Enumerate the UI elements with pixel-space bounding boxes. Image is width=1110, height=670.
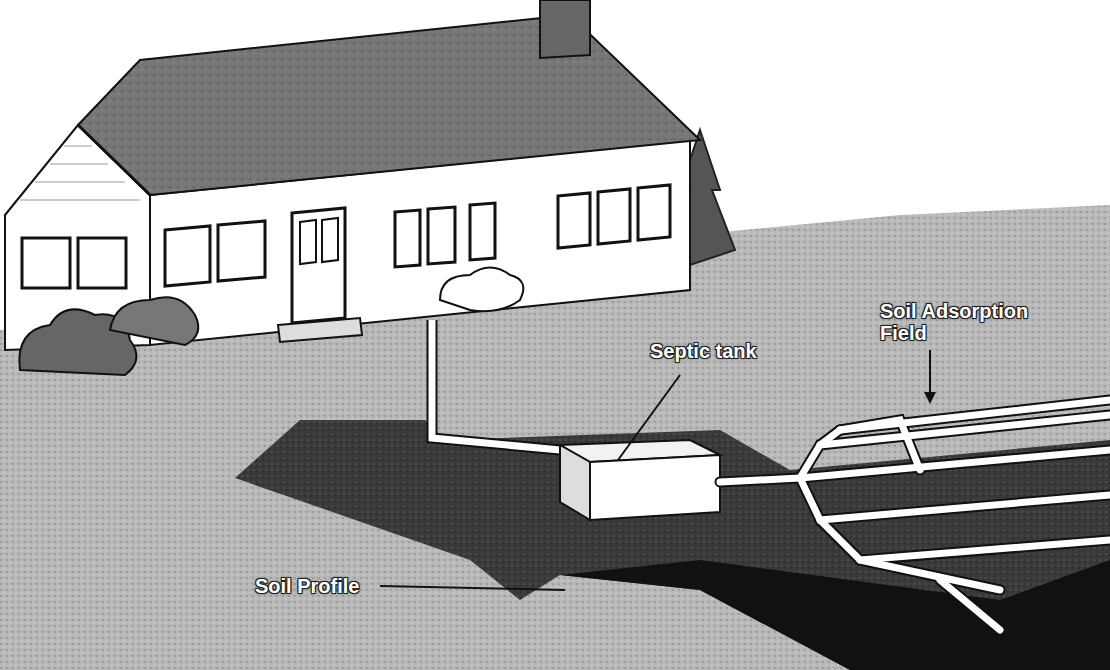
bush [110, 297, 198, 345]
window [165, 226, 210, 286]
window [558, 193, 590, 248]
window [395, 210, 420, 267]
window [428, 207, 455, 264]
bush [440, 268, 523, 312]
window [470, 203, 495, 260]
house-roof [78, 15, 700, 195]
soil-profile-face [560, 560, 1110, 670]
leader-arrowhead [924, 392, 936, 404]
door [292, 208, 345, 323]
window [22, 238, 70, 288]
window [638, 185, 670, 240]
septic-tank-side [590, 455, 720, 520]
leader-line [929, 350, 931, 398]
leader-line [618, 375, 680, 460]
callout-label: Soil Profile [255, 575, 395, 597]
window [78, 238, 126, 288]
window [218, 221, 265, 281]
callout-label: Septic tank [650, 340, 810, 362]
trench-soil [235, 420, 1110, 670]
leader-line [380, 586, 565, 590]
window [598, 189, 630, 244]
door-step [278, 318, 362, 342]
drain-pipe [432, 320, 560, 450]
septic-tank-front [560, 445, 590, 520]
callout-label: Soil Adsorption Field [880, 300, 1045, 344]
chimney [540, 0, 590, 58]
